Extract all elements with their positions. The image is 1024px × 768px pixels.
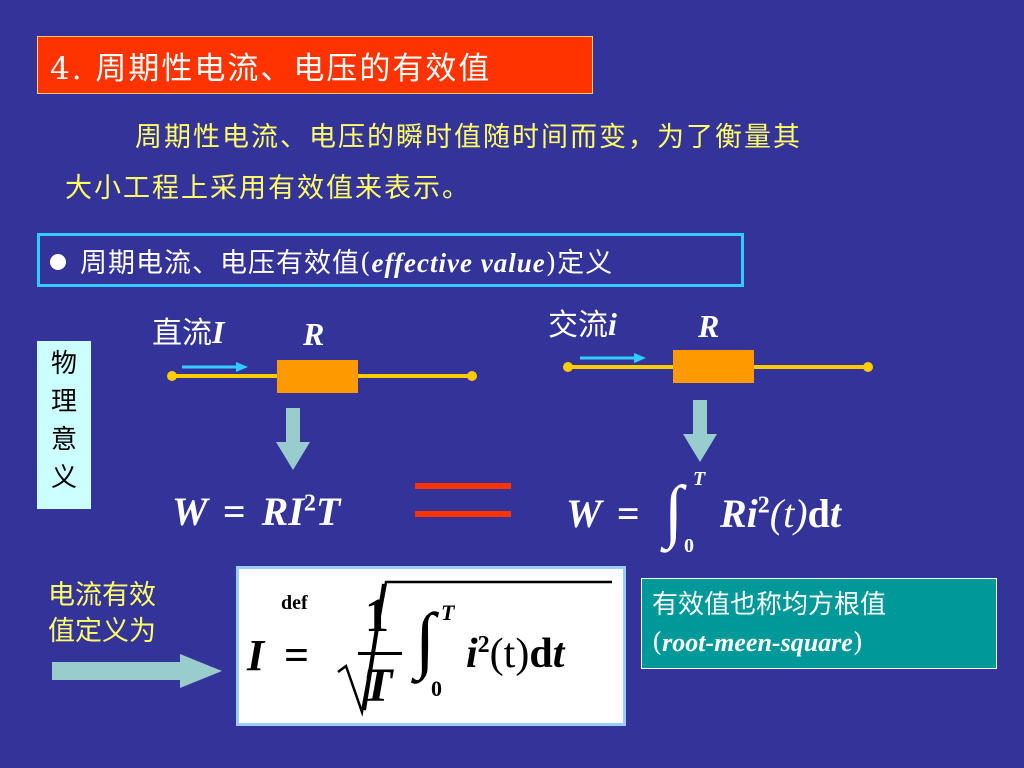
physical-meaning-text: 物 理 意 义: [37, 345, 91, 497]
phys-char-4: 义: [50, 463, 77, 493]
ac-energy-formula: W =: [566, 490, 646, 537]
equals-sign: [415, 483, 511, 519]
rms-note-text: 有效值也称均方根值 (root-meen-square): [652, 586, 886, 662]
rms-note-line-2: (root-meen-square): [652, 624, 886, 662]
def-integral-lower: 0: [431, 676, 442, 701]
definition-suffix: )定义: [545, 248, 614, 279]
equals-bar-bottom: [415, 511, 511, 517]
def-integral-upper: T: [441, 600, 455, 625]
ac-integral-upper: T: [693, 468, 706, 490]
dc-resistor: [277, 360, 358, 393]
dc-terminal-left: [167, 371, 177, 381]
ac-terminal-left: [563, 362, 573, 372]
rms-close-paren: ): [852, 628, 863, 658]
dc-current-symbol: I: [212, 314, 225, 350]
def-label: def: [281, 592, 308, 614]
slide-title: 4. 周期性电流、电压的有效值: [50, 51, 492, 87]
ac-current-arrow-icon: [580, 353, 646, 363]
left-note: 电流有效 值定义为: [48, 578, 156, 650]
ac-formula-W: W: [566, 491, 601, 536]
ac-formula-targ: (t): [769, 491, 808, 536]
dc-formula-W: W: [172, 489, 207, 534]
definition-english: effective value: [371, 248, 546, 278]
ac-formula-exp: 2: [757, 492, 770, 519]
phys-char-1: 物: [50, 349, 77, 379]
equals-bar-top: [415, 483, 511, 489]
rms-definition-box: [236, 566, 626, 726]
rms-note-box: [641, 578, 997, 669]
ac-terminal-right: [863, 362, 873, 372]
ac-formula-eq: =: [616, 491, 640, 536]
phys-char-2: 理: [50, 387, 77, 417]
ac-formula-t: t: [829, 491, 841, 536]
dc-label-text: 直流: [152, 316, 212, 351]
left-note-line-2: 值定义为: [48, 616, 156, 647]
def-formula-I: I: [247, 631, 265, 680]
title-box: [37, 36, 593, 94]
definition-box: [37, 233, 744, 287]
dc-formula-T: T: [315, 489, 341, 534]
ac-label-text: 交流: [548, 308, 608, 343]
dc-current-arrow-icon: [182, 362, 248, 372]
rms-note-line-1: 有效值也称均方根值: [652, 590, 887, 620]
phys-char-3: 意: [50, 425, 77, 455]
right-arrow-icon: [52, 654, 222, 688]
ac-label: 交流i: [548, 300, 617, 344]
def-formula-targ: (t): [489, 631, 530, 677]
bullet-icon: [50, 253, 66, 270]
ac-integrand: Ri2(t)dt: [720, 490, 841, 537]
ac-down-arrow-icon: [683, 400, 717, 462]
def-formula-d: d: [529, 631, 553, 677]
definition-prefix: 周期电流、电压有效值(: [80, 248, 372, 279]
def-formula-eq: =: [284, 631, 310, 680]
rms-open-paren: (: [652, 628, 663, 658]
sqrt-sign-icon: [337, 580, 612, 717]
dc-formula-I: I: [288, 489, 304, 534]
ac-formula-Ri: Ri: [720, 491, 758, 536]
left-note-line-1: 电流有效: [48, 580, 156, 611]
dc-label: 直流I: [152, 308, 224, 352]
intro-line-2: 大小工程上采用有效值来表示。: [65, 173, 471, 204]
ac-current-symbol: i: [608, 306, 617, 342]
def-formula-numerator: 1: [365, 589, 389, 642]
ac-resistor: [673, 350, 754, 383]
physical-meaning-box: [37, 341, 91, 509]
ac-resistor-label: R: [698, 308, 720, 344]
def-formula-i: i: [466, 631, 478, 677]
def-formula-t: t: [552, 631, 565, 677]
dc-formula-R: R: [261, 489, 289, 534]
dc-energy-formula: W = RI2T: [172, 488, 340, 535]
def-integral-sign: ∫: [415, 599, 436, 681]
def-integrand: i2(t)dt: [466, 630, 564, 678]
intro-line-1: 周期性电流、电压的瞬时值随时间而变，为了衡量其: [135, 122, 802, 153]
rms-english: root-meen-square: [662, 628, 853, 657]
dc-terminal-right: [467, 371, 477, 381]
dc-resistor-label: R: [303, 316, 325, 352]
definition-heading: 周期电流、电压有效值(effective value)定义: [50, 241, 613, 280]
dc-formula-exp: 2: [303, 490, 316, 517]
ac-integral-sign: ∫: [664, 473, 684, 550]
dc-down-arrow-icon: [276, 408, 310, 470]
def-formula-denominator: T: [363, 659, 393, 712]
ac-integral-lower: 0: [684, 535, 694, 557]
def-formula-exp: 2: [477, 632, 490, 658]
dc-formula-eq: =: [222, 489, 246, 534]
ac-formula-d: d: [807, 491, 830, 536]
fraction-bar: [358, 652, 402, 655]
